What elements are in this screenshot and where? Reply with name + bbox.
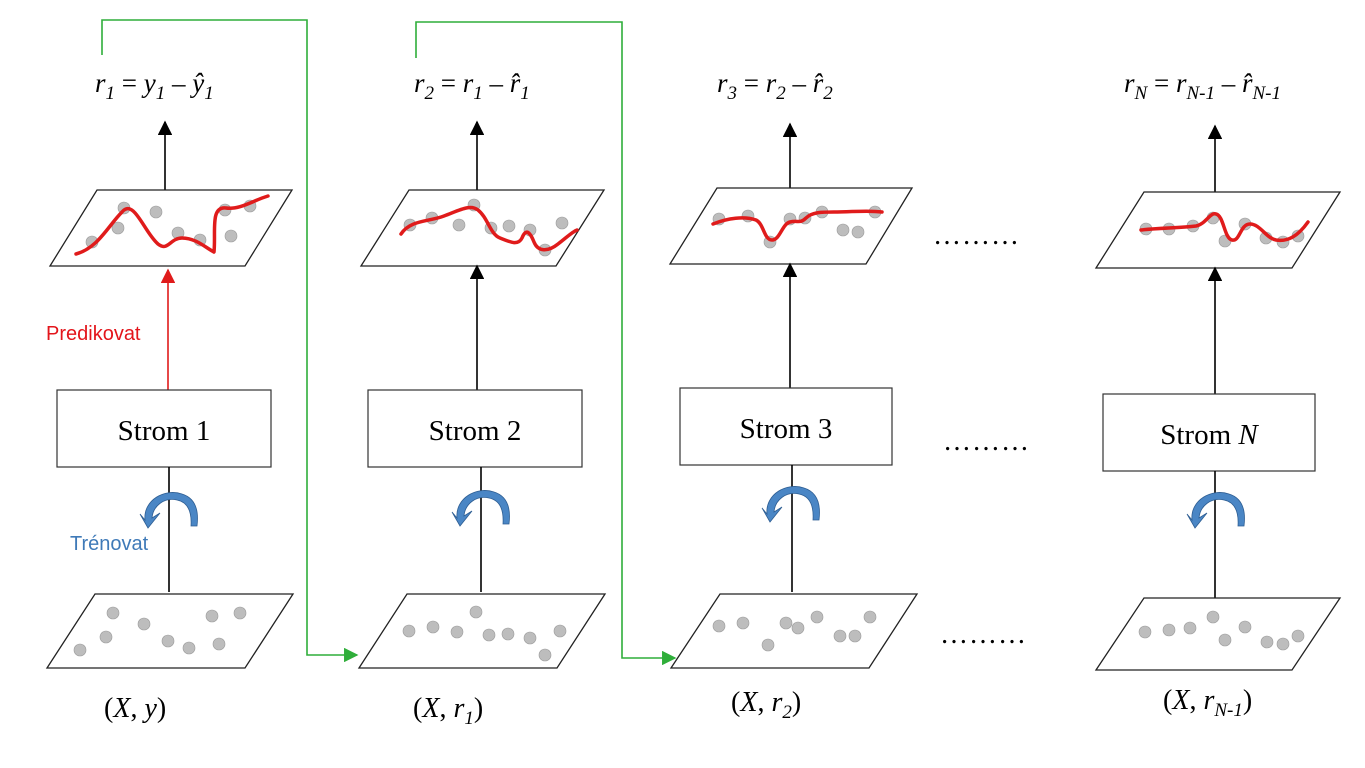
data-plane-n bbox=[1094, 597, 1342, 671]
formula-r1: r1 = y1 – ŷ1 bbox=[95, 68, 214, 104]
tree-box-1 bbox=[56, 389, 272, 468]
data-plane-1 bbox=[45, 593, 295, 669]
dataset-label-n: (X, rN-1) bbox=[1163, 685, 1252, 721]
ellipsis-planes: ……… bbox=[933, 220, 1020, 251]
prediction-points-n bbox=[1139, 211, 1305, 249]
prediction-plane-2 bbox=[359, 189, 606, 267]
formula-r2: r2 = r1 – r̂1 bbox=[414, 68, 530, 104]
train-cycle-icon-1 bbox=[139, 492, 198, 529]
dataset-label-2: (X, r1) bbox=[413, 693, 483, 729]
tree-box-3 bbox=[679, 387, 893, 466]
train-label: Trénovat bbox=[70, 533, 149, 555]
tree-label-n: Strom N bbox=[1160, 419, 1259, 451]
prediction-points-1 bbox=[85, 199, 257, 249]
data-points-n bbox=[1138, 610, 1305, 651]
column-tree-2: r2 = r1 – r̂1 Strom 2 (X, r1) bbox=[357, 68, 607, 729]
residual-flow-arrow-2 bbox=[415, 21, 677, 666]
data-points-3 bbox=[712, 610, 877, 652]
column-tree-3: r3 = r2 – r̂2 Strom 3 (X, r2) bbox=[668, 68, 919, 723]
dataset-label-1: (X, y) bbox=[104, 693, 166, 724]
predict-label: Predikovat bbox=[46, 323, 141, 345]
residual-flow-arrow-1 bbox=[101, 19, 359, 663]
fit-curve-1 bbox=[74, 194, 270, 256]
formula-rn: rN = rN-1 – r̂N-1 bbox=[1124, 68, 1281, 104]
train-cycle-icon-3 bbox=[761, 486, 820, 523]
column-tree-1: r1 = y1 – ŷ1 Predikovat Strom 1 Trénovat… bbox=[45, 68, 295, 724]
dataset-label-3: (X, r2) bbox=[731, 687, 801, 723]
ellipsis-trees: ……… bbox=[943, 426, 1030, 457]
fit-curve-3 bbox=[711, 209, 884, 242]
fit-curve-n bbox=[1139, 212, 1310, 243]
tree-box-2 bbox=[367, 389, 583, 468]
data-plane-2 bbox=[357, 593, 607, 669]
tree-label-2: Strom 2 bbox=[429, 415, 522, 447]
column-tree-n: rN = rN-1 – r̂N-1 Strom N (X, rN-1) bbox=[1094, 68, 1342, 721]
prediction-plane-3 bbox=[668, 187, 914, 265]
data-points-1 bbox=[73, 606, 247, 657]
tree-label-1: Strom 1 bbox=[118, 415, 211, 447]
data-points-2 bbox=[402, 605, 567, 662]
tree-label-3: Strom 3 bbox=[740, 413, 833, 445]
ellipsis-data: ……… bbox=[940, 619, 1027, 650]
train-cycle-icon-2 bbox=[451, 490, 510, 527]
fit-curve-2 bbox=[399, 205, 579, 252]
prediction-plane-n bbox=[1094, 191, 1342, 269]
formula-r3: r3 = r2 – r̂2 bbox=[717, 68, 833, 104]
train-cycle-icon-n bbox=[1186, 492, 1245, 529]
tree-box-n bbox=[1102, 393, 1316, 472]
